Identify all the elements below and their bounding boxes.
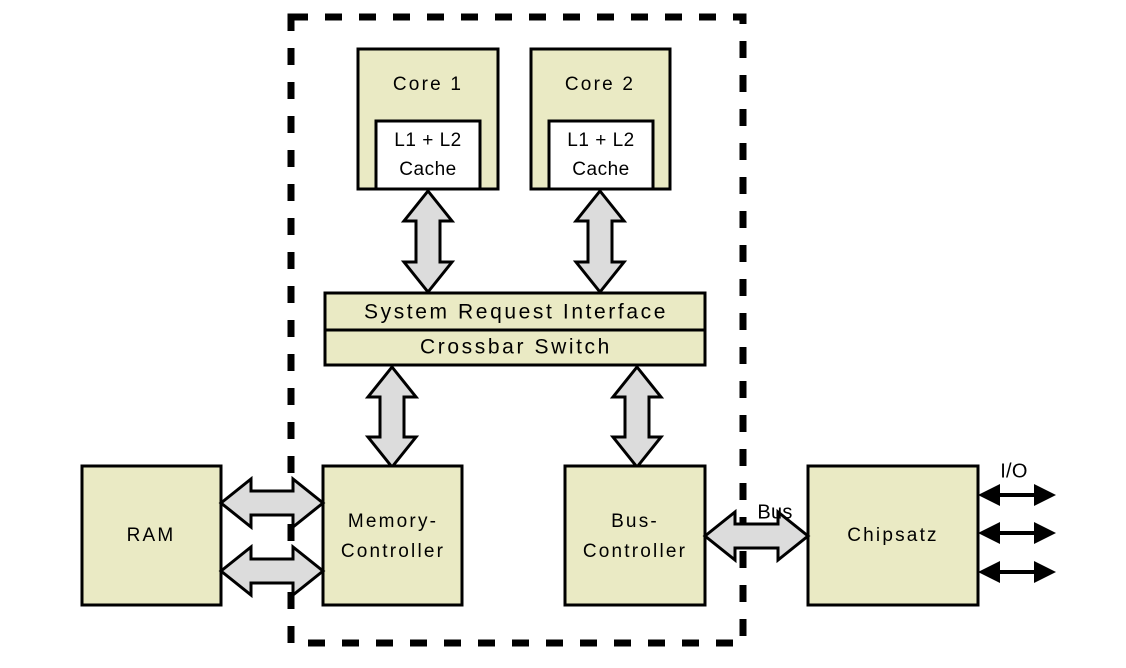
core-2-block: Core 2 L1 + L2 Cache — [529, 47, 672, 191]
arrow-ram-to-memory-controller-lower — [218, 543, 326, 599]
core-1-block: Core 1 L1 + L2 Cache — [356, 47, 500, 191]
cpu-die-boundary — [287, 13, 747, 647]
memory-controller-block: Memory- Controller — [321, 464, 464, 607]
ram-label: RAM — [127, 525, 176, 546]
chipsatz-label: Chipsatz — [847, 525, 939, 546]
memory-controller-box — [321, 464, 464, 607]
ram-box — [80, 464, 223, 607]
core-2-cache-box — [547, 119, 655, 191]
io-connector-label: I/O — [1000, 460, 1028, 482]
system-request-interface-box — [323, 291, 707, 332]
io-arrow-3 — [978, 561, 1056, 583]
chipsatz-block: Chipsatz — [806, 464, 980, 607]
arrow-crossbar-to-memory-controller — [364, 364, 420, 470]
io-arrow-1 — [978, 484, 1056, 506]
core-1-cache-line1: L1 + L2 — [394, 130, 461, 151]
bus-controller-block: Bus- Controller — [563, 464, 707, 607]
system-request-interface-label: System Request Interface — [364, 301, 668, 324]
ram-block: RAM — [80, 464, 223, 607]
arrow-core2-to-sri — [572, 188, 628, 295]
core-2-cache-line1: L1 + L2 — [567, 130, 634, 151]
memory-controller-label-line1: Memory- — [348, 511, 438, 532]
bus-controller-label-line2: Controller — [583, 541, 687, 562]
arrow-crossbar-to-bus-controller — [609, 364, 665, 470]
bus-controller-label-line1: Bus- — [611, 511, 659, 532]
crossbar-switch-label: Crossbar Switch — [420, 336, 612, 359]
memory-controller-label-line2: Controller — [341, 541, 445, 562]
bus-controller-box — [563, 464, 707, 607]
core-2-cache-line2: Cache — [572, 159, 629, 180]
bus-connector-label: Bus — [757, 501, 792, 523]
chipsatz-box — [806, 464, 980, 607]
crossbar-switch-block: Crossbar Switch — [323, 328, 707, 367]
core-1-cache-box — [374, 119, 482, 191]
arrow-ram-to-memory-controller-upper — [218, 475, 326, 531]
core-2-label: Core 2 — [565, 74, 635, 95]
core-1-cache-line2: Cache — [399, 159, 456, 180]
system-request-interface-block: System Request Interface — [323, 291, 707, 332]
core-1-label: Core 1 — [393, 74, 463, 95]
arrow-bus-controller-to-chipsatz — [702, 508, 811, 564]
io-arrow-2 — [978, 522, 1056, 544]
crossbar-switch-box — [323, 328, 707, 367]
arrow-core1-to-sri — [400, 188, 456, 295]
